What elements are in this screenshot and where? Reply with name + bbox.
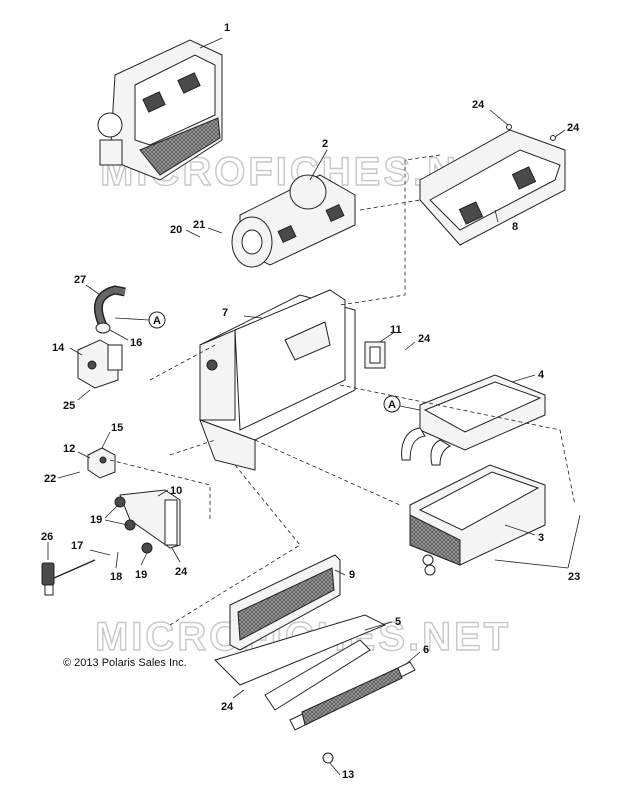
callout-13: 13 xyxy=(342,769,354,781)
connector-a-marker: A xyxy=(114,311,166,329)
callout-24d: 24 xyxy=(175,566,188,578)
top-cover-part xyxy=(419,124,566,246)
callout-2: 2 xyxy=(322,138,328,150)
callout-24e: 24 xyxy=(221,701,234,713)
callout-15: 15 xyxy=(111,422,123,434)
hose-fitting-part xyxy=(95,322,111,334)
callout-23: 23 xyxy=(568,571,580,583)
evaporator-part xyxy=(409,464,546,576)
callout-10: 10 xyxy=(170,485,182,497)
callout-24b: 24 xyxy=(567,122,580,134)
water-valve-part xyxy=(77,339,123,389)
knob-part xyxy=(114,496,153,554)
callout-26: 26 xyxy=(41,531,53,543)
housing-part xyxy=(199,289,356,471)
callout-17: 17 xyxy=(71,540,83,552)
heater-assembly-part xyxy=(97,39,223,181)
clip-part xyxy=(322,752,334,764)
callout-24a: 24 xyxy=(472,99,485,111)
grille-part xyxy=(289,661,416,731)
callout-19: 19 xyxy=(90,514,102,526)
callout-4: 4 xyxy=(538,369,545,381)
control-cable-part xyxy=(41,559,96,596)
callout-3: 3 xyxy=(538,532,544,544)
callout-labels: 1 2 3 4 5 6 7 8 9 10 11 12 13 14 15 16 1 xyxy=(41,22,581,781)
svg-text:A: A xyxy=(388,399,396,411)
callout-27: 27 xyxy=(74,274,86,286)
callout-6: 6 xyxy=(423,644,429,656)
blower-motor-part xyxy=(231,174,356,268)
callout-14: 14 xyxy=(52,342,65,354)
assembly-dashed-lines xyxy=(109,154,576,626)
callout-11: 11 xyxy=(390,324,402,336)
callout-21: 21 xyxy=(193,219,205,231)
svg-text:A: A xyxy=(153,315,161,327)
connector-a-marker-2: A xyxy=(383,395,421,413)
callout-19b: 19 xyxy=(135,569,147,581)
callout-5: 5 xyxy=(395,616,401,628)
callout-24c: 24 xyxy=(418,333,431,345)
callout-8: 8 xyxy=(512,221,518,233)
callout-12: 12 xyxy=(63,443,75,455)
filter-part xyxy=(214,614,387,711)
switch-part xyxy=(87,447,116,479)
control-bracket-part xyxy=(119,489,181,549)
callout-7: 7 xyxy=(222,307,228,319)
callout-18: 18 xyxy=(110,571,122,583)
callout-25: 25 xyxy=(63,400,75,412)
filter-frame-part xyxy=(229,554,341,651)
callout-20: 20 xyxy=(170,224,182,236)
gasket-part xyxy=(364,341,386,369)
heater-core-part xyxy=(401,374,546,466)
callout-9: 9 xyxy=(349,569,355,581)
copyright-text: © 2013 Polaris Sales Inc. xyxy=(63,657,187,669)
callout-22: 22 xyxy=(44,473,56,485)
callout-1: 1 xyxy=(224,22,230,34)
callout-16: 16 xyxy=(130,337,142,349)
